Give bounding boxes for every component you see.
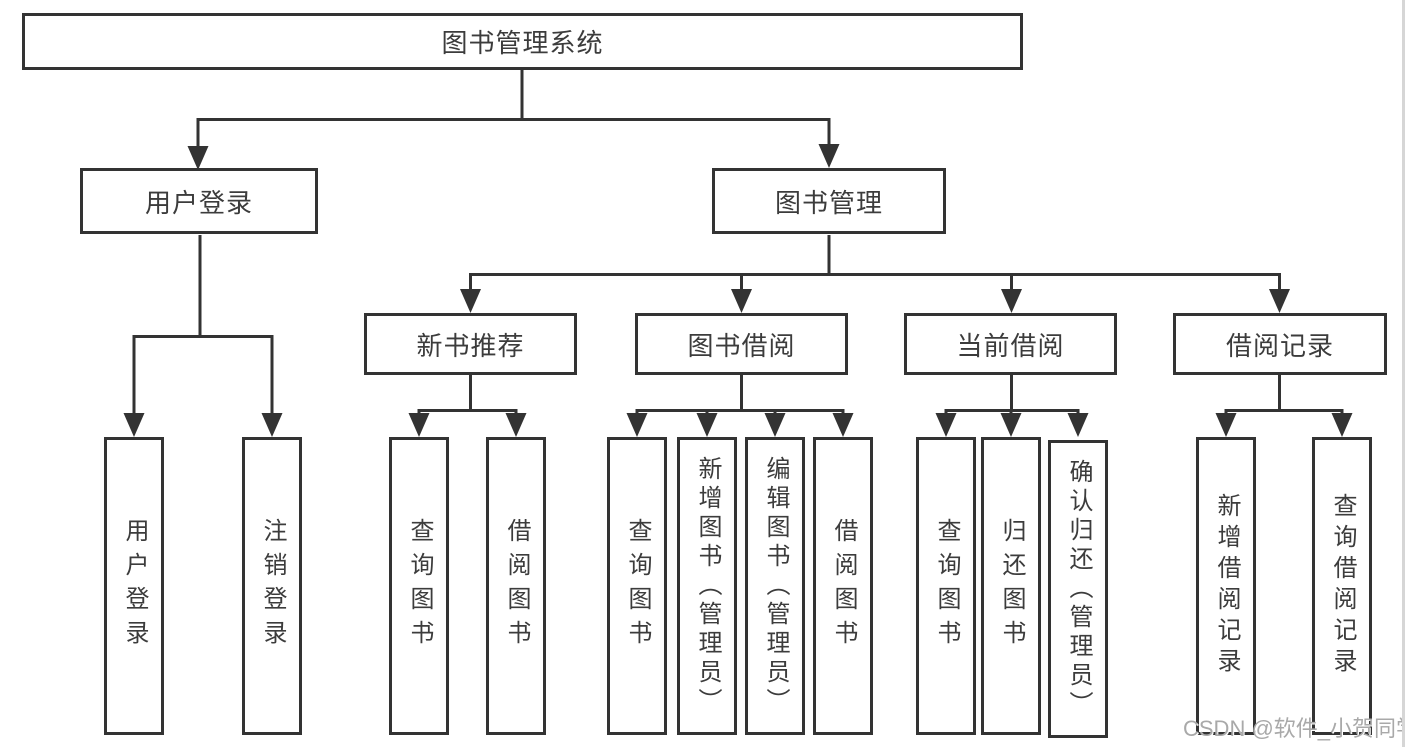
leaf-borrow-borrow-books: 借阅图书: [813, 437, 873, 735]
leaf-user-login: 用户登录: [104, 437, 164, 735]
leaf-borrow-add-books-admin-label: 新增图书（管理员）: [694, 455, 721, 717]
leaf-records-add-record-label: 新增借阅记录: [1213, 493, 1240, 679]
arrow-to-leaf-cb-return: [1000, 413, 1022, 437]
node-current-borrow-label: 当前借阅: [956, 330, 1065, 361]
arrow-to-leaf-logout: [261, 413, 283, 437]
leaf-logout-login: 注销登录: [242, 437, 302, 735]
arrow-to-leaf-br-add: [1215, 413, 1237, 437]
connector-bookborrow-children: [635, 375, 845, 418]
node-current-borrow: 当前借阅: [904, 313, 1117, 375]
arrow-to-currentborrow: [1001, 289, 1022, 313]
node-book-management-label: 图书管理: [774, 187, 883, 218]
leaf-records-query-record-label: 查询借阅记录: [1329, 493, 1356, 679]
leaf-records-query-record: 查询借阅记录: [1312, 437, 1372, 735]
node-book-borrow: 图书借阅: [635, 313, 848, 375]
node-borrow-records-label: 借阅记录: [1225, 330, 1334, 361]
arrow-to-leaf-bb-borrow: [832, 413, 854, 437]
leaf-recommend-query-books: 查询图书: [389, 437, 449, 735]
arrowheads: [123, 144, 1353, 437]
arrow-to-userlogin: [187, 146, 209, 170]
node-book-borrow-label: 图书借阅: [687, 330, 796, 361]
leaf-borrow-edit-books-admin: 编辑图书（管理员）: [745, 437, 805, 735]
arrow-to-leaf-br-query: [1331, 413, 1353, 437]
arrow-to-leaf-userlogin: [123, 413, 145, 437]
image-right-edge: [1402, 0, 1405, 747]
arrow-to-bookborrow: [731, 289, 752, 313]
leaf-borrow-borrow-books-label: 借阅图书: [830, 518, 857, 654]
arrow-to-leaf-bb-add: [696, 413, 718, 437]
leaf-current-query-books-label: 查询图书: [933, 518, 960, 654]
leaf-recommend-borrow-books-label: 借阅图书: [503, 518, 530, 654]
leaf-records-add-record: 新增借阅记录: [1196, 437, 1256, 735]
csdn-watermark: CSDN @软件_小贺同学: [1183, 716, 1405, 741]
arrow-to-leaf-rec-query: [408, 413, 430, 437]
leaf-current-confirm-return-admin-label: 确认归还（管理员）: [1065, 458, 1092, 720]
arrow-to-borrowrecords: [1269, 289, 1290, 313]
leaf-user-login-label: 用户登录: [121, 518, 148, 654]
connector-newbookrec-children: [417, 375, 518, 418]
node-borrow-records: 借阅记录: [1173, 313, 1387, 375]
leaf-borrow-add-books-admin: 新增图书（管理员）: [677, 437, 737, 735]
arrow-to-leaf-bb-query: [626, 413, 648, 437]
node-new-book-recommend: 新书推荐: [364, 313, 577, 375]
leaf-logout-login-label: 注销登录: [259, 518, 286, 654]
node-user-login-label: 用户登录: [144, 187, 253, 218]
arrow-to-leaf-cb-confirm: [1067, 413, 1089, 437]
node-user-login: 用户登录: [80, 168, 318, 234]
leaf-current-confirm-return-admin: 确认归还（管理员）: [1048, 440, 1108, 738]
leaf-current-return-books: 归还图书: [981, 437, 1041, 735]
connector-root-to-level2: [196, 69, 831, 150]
connector-currentborrow-children: [944, 375, 1080, 418]
node-book-management: 图书管理: [712, 168, 946, 234]
arrow-to-bookmgmt: [818, 144, 840, 168]
leaf-current-return-books-label: 归还图书: [998, 518, 1025, 654]
node-root: 图书管理系统: [22, 13, 1023, 70]
arrow-to-newbookrec: [460, 289, 481, 313]
leaf-recommend-borrow-books: 借阅图书: [486, 437, 546, 735]
connector-borrowrecords-children: [1224, 375, 1344, 418]
connector-userlogin-children: [132, 235, 274, 416]
leaf-current-query-books: 查询图书: [916, 437, 976, 735]
leaf-recommend-query-books-label: 查询图书: [406, 518, 433, 654]
arrow-to-leaf-rec-borrow: [505, 413, 527, 437]
arrow-to-leaf-cb-query: [935, 413, 957, 437]
leaf-borrow-query-books-label: 查询图书: [624, 518, 651, 654]
node-new-book-recommend-label: 新书推荐: [416, 330, 525, 361]
leaf-borrow-query-books: 查询图书: [607, 437, 667, 735]
leaf-borrow-edit-books-admin-label: 编辑图书（管理员）: [762, 455, 789, 717]
connector-bookmgmt-to-level3: [469, 235, 1281, 293]
node-root-label: 图书管理系统: [441, 28, 604, 58]
arrow-to-leaf-bb-edit: [764, 413, 786, 437]
